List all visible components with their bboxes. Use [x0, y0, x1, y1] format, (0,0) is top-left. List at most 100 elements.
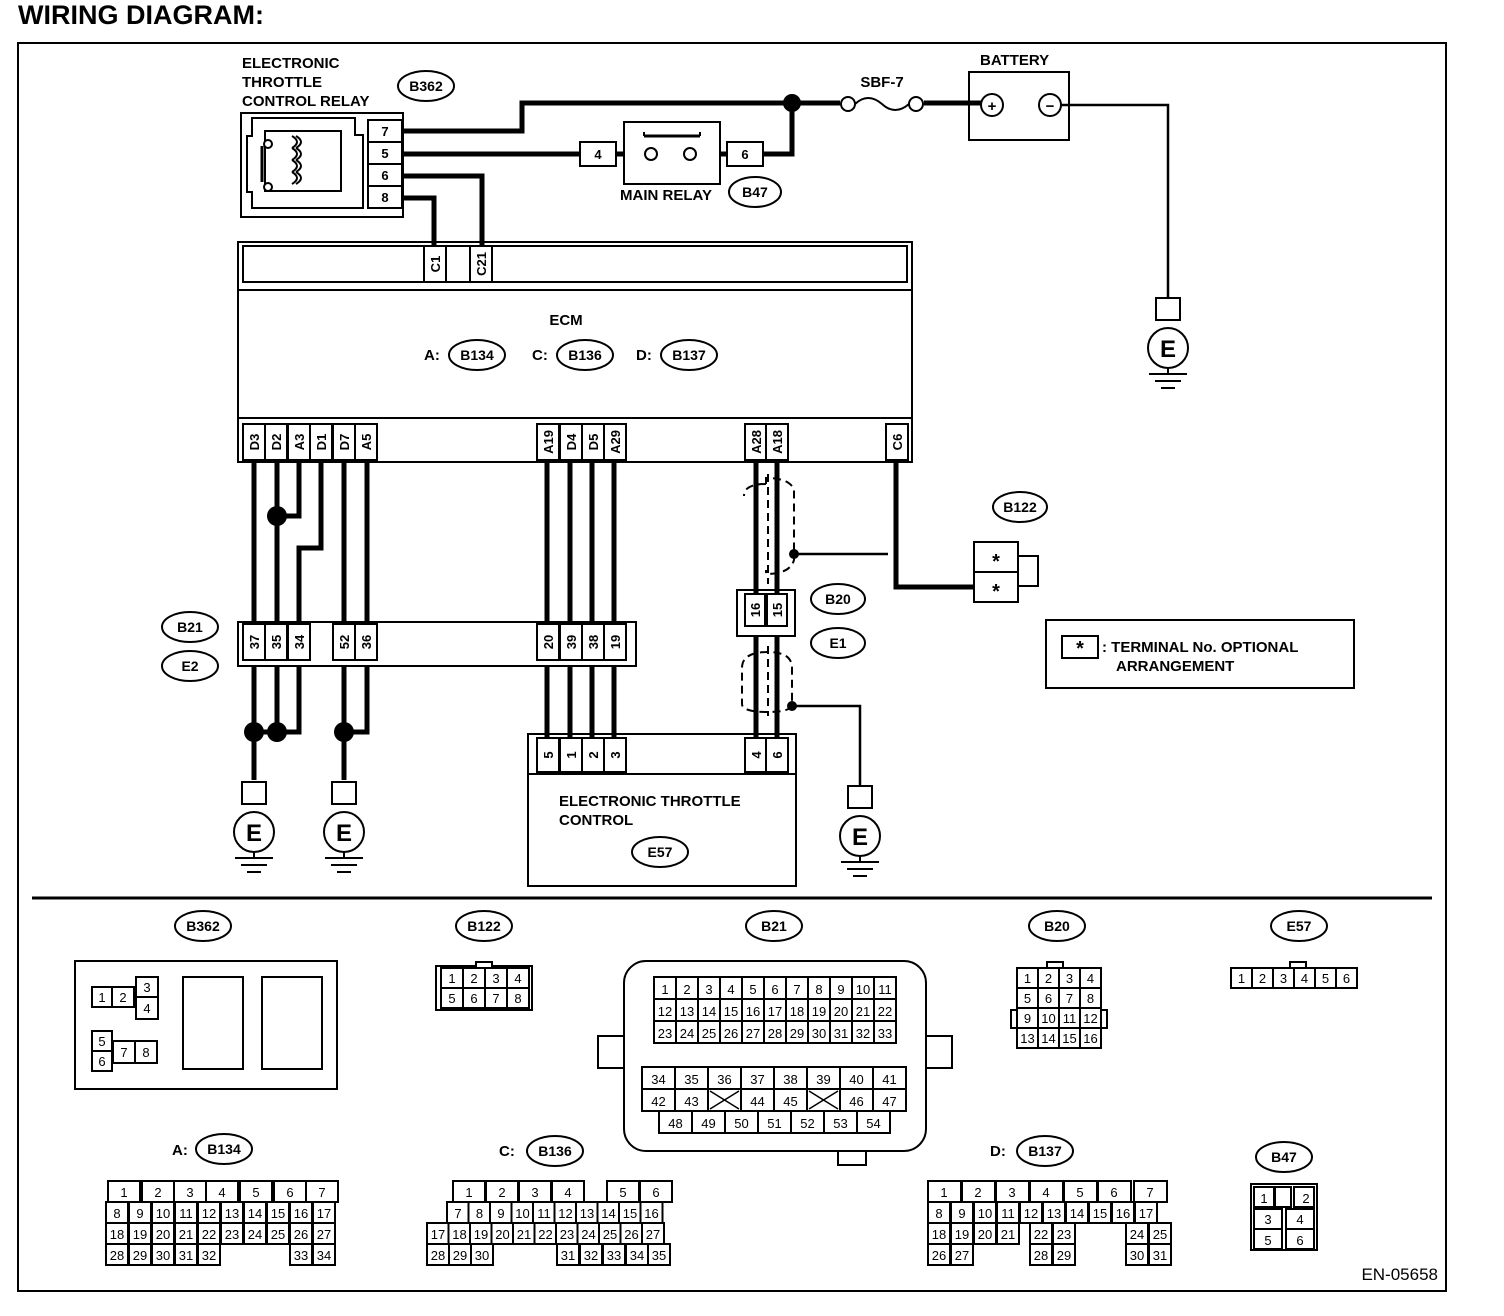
- view-cell-box: [1052, 1243, 1076, 1266]
- view-cell: 19: [133, 1227, 147, 1242]
- etc-name-line-2: CONTROL: [559, 812, 633, 829]
- junction-dot: [267, 506, 287, 526]
- b21-pin-label: 35: [269, 635, 284, 649]
- view-cell: 34: [651, 1072, 665, 1087]
- view-cell: 7: [1066, 991, 1073, 1006]
- throttle-control-relay: ELECTRONIC THROTTLE CONTROL RELAY B362 7…: [240, 55, 455, 218]
- b21-pin-box: [287, 623, 311, 661]
- relay-name-line-1: ELECTRONIC: [242, 55, 340, 72]
- ecm-connector-oval: [660, 339, 718, 371]
- view-cell: 2: [119, 990, 126, 1005]
- view-cell: 48: [668, 1116, 682, 1131]
- ecm-pin-box: [354, 423, 378, 461]
- b21-code-oval: [161, 611, 219, 643]
- view-cell: 51: [767, 1116, 781, 1131]
- view-cell: 20: [156, 1227, 170, 1242]
- ecm-top-connector-strip: [242, 245, 908, 283]
- view-cell: 4: [564, 1185, 571, 1200]
- view-cell: 7: [1146, 1185, 1153, 1200]
- view-cell: 14: [702, 1004, 716, 1019]
- etc-pin-label: 3: [608, 751, 623, 758]
- b20-code-oval: [810, 583, 866, 615]
- view-cell: 21: [179, 1227, 193, 1242]
- view-cell: 12: [202, 1206, 216, 1221]
- view-cell: 31: [561, 1248, 575, 1263]
- view-cell: 4: [1296, 1212, 1303, 1227]
- ecm-connector-prefix: A:: [424, 347, 440, 364]
- view-cell-box: [197, 1243, 221, 1266]
- fuse-terminal: [908, 96, 924, 112]
- view-cell: 10: [856, 982, 870, 997]
- view-cell: 1: [98, 990, 105, 1005]
- view-cell: 4: [514, 971, 521, 986]
- view-cell: 32: [584, 1248, 598, 1263]
- view-cell: 26: [724, 1026, 738, 1041]
- junction-dot: [783, 94, 801, 112]
- view-cell: 31: [1153, 1248, 1167, 1263]
- view-cell: 30: [156, 1248, 170, 1263]
- view-cell: 30: [812, 1026, 826, 1041]
- connector-b20-e1: 16 15 B20 E1: [736, 583, 866, 659]
- view-cell: 20: [495, 1227, 509, 1242]
- view-cell: 3: [1066, 971, 1073, 986]
- view-cell: 1: [1238, 971, 1245, 986]
- view-cell-box: [856, 1110, 891, 1134]
- view-cell: 2: [974, 1185, 981, 1200]
- e2-code: E2: [181, 658, 198, 674]
- relay-code: B362: [409, 78, 443, 94]
- view-cell: 41: [882, 1072, 896, 1087]
- view-cell: 2: [470, 971, 477, 986]
- view-cell: 9: [136, 1206, 143, 1221]
- b122-code-oval: [992, 491, 1048, 523]
- view-cell: 12: [1024, 1206, 1038, 1221]
- view-cell: 27: [646, 1227, 660, 1242]
- ecm-connector-prefix: C:: [532, 347, 548, 364]
- connector-views: B362 1 2 3 4 5 6 7 8 B122: [74, 910, 1358, 1266]
- view-cell: 49: [701, 1116, 715, 1131]
- main-relay-contact: [644, 147, 658, 161]
- view-cell: 27: [746, 1026, 760, 1041]
- ecm-bottom-pin-label: D4: [564, 433, 579, 450]
- view-cell: 33: [294, 1248, 308, 1263]
- view-cell: 5: [1322, 971, 1329, 986]
- view-cell: 14: [248, 1206, 262, 1221]
- view-cell: 13: [680, 1004, 694, 1019]
- fuse-icon: [854, 97, 910, 111]
- ground-letter: E: [246, 820, 262, 847]
- view-cell-box: [1079, 1027, 1102, 1049]
- view-cell: 10: [1041, 1011, 1055, 1026]
- view-cell: 35: [684, 1072, 698, 1087]
- wires: [244, 94, 1170, 786]
- view-cell: 24: [1130, 1227, 1144, 1242]
- view-cell: 26: [294, 1227, 308, 1242]
- ecm-bottom-pin-label: D2: [269, 434, 284, 451]
- etc-code: E57: [648, 844, 673, 860]
- view-cell: 16: [294, 1206, 308, 1221]
- relay-switch-contact: [263, 182, 273, 192]
- wire-fuse-main-relay: [763, 103, 795, 157]
- ecm-bottom-pin-label: A29: [608, 430, 623, 454]
- view-cell: 11: [1063, 1011, 1077, 1026]
- view-e57-code-oval: [1270, 910, 1328, 942]
- view-cell: 50: [734, 1116, 748, 1131]
- view-b134-code-oval: [195, 1133, 253, 1165]
- b21-pin-box: [354, 623, 378, 661]
- view-cell: 3: [143, 980, 150, 995]
- view-cell: 42: [651, 1094, 665, 1109]
- view-b362: B362 1 2 3 4 5 6 7 8: [74, 910, 338, 1090]
- wire-battery-ground: [1061, 103, 1170, 300]
- view-cell: 32: [202, 1248, 216, 1263]
- view-cell: 1: [1024, 971, 1031, 986]
- view-cell: 16: [1083, 1031, 1097, 1046]
- view-cell: 2: [1259, 971, 1266, 986]
- etc-pin-label: 4: [749, 751, 764, 759]
- view-cell: 36: [717, 1072, 731, 1087]
- view-cell-box: [647, 1243, 671, 1266]
- ecm-bottom-pin-label: A3: [292, 434, 307, 451]
- main-relay-code-oval: [728, 176, 782, 208]
- view-cell: 23: [658, 1026, 672, 1041]
- view-cell: 30: [475, 1248, 489, 1263]
- ecm-connector-code: B136: [568, 347, 602, 363]
